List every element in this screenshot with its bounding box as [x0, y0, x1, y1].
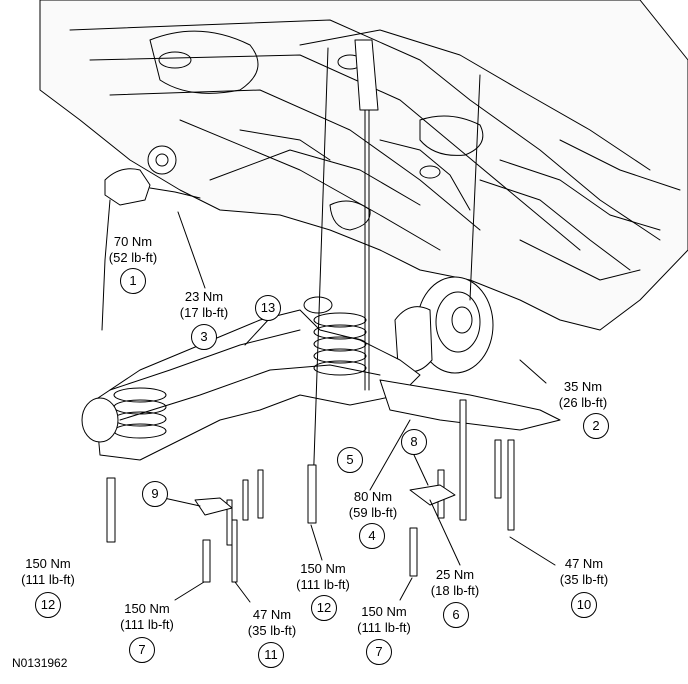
callout-11: 11 [258, 642, 284, 668]
underbody-floor-pan [39, 0, 688, 331]
torque-nm-6: 25 Nm [435, 567, 475, 582]
torque-nm-3: 23 Nm [184, 289, 224, 304]
coil-spring-right [303, 296, 367, 376]
callout-6: 6 [443, 602, 469, 628]
torque-nm-12b: 150 Nm [300, 561, 346, 576]
leader-lines [145, 211, 556, 603]
callout-13: 13 [255, 295, 281, 321]
torque-label-6: 25 Nm (18 lb-ft) [431, 567, 479, 599]
callout-3: 3 [191, 324, 217, 350]
torque-lbft-3: (17 lb-ft) [179, 305, 229, 320]
torque-lbft-10: (35 lb-ft) [559, 572, 609, 587]
torque-label-10: 47 Nm (35 lb-ft) [560, 556, 608, 588]
torque-label-7b: 150 Nm (111 lb-ft) [357, 604, 411, 636]
brackets [194, 484, 456, 516]
torque-label-1: 70 Nm (52 lb-ft) [109, 234, 157, 266]
torque-nm-1: 70 Nm [113, 234, 153, 249]
callout-12b: 12 [311, 595, 337, 621]
torque-nm-7b: 150 Nm [361, 604, 407, 619]
torque-label-11: 47 Nm (35 lb-ft) [248, 607, 296, 639]
callout-7a: 7 [129, 637, 155, 663]
torque-nm-4: 80 Nm [353, 489, 393, 504]
torque-lbft-1: (52 lb-ft) [108, 250, 158, 265]
torque-label-7a: 150 Nm (111 lb-ft) [120, 601, 174, 633]
torque-nm-10: 47 Nm [564, 556, 604, 571]
mounting-bolts [106, 47, 515, 583]
torque-label-12a: 150 Nm (111 lb-ft) [21, 556, 75, 588]
torque-lbft-12b: (111 lb-ft) [296, 577, 350, 592]
callout-5: 5 [337, 447, 363, 473]
torque-label-2: 35 Nm (26 lb-ft) [559, 379, 607, 411]
torque-lbft-12a: (111 lb-ft) [21, 572, 75, 587]
torque-nm-2: 35 Nm [563, 379, 603, 394]
torque-lbft-7b: (111 lb-ft) [357, 620, 411, 635]
shock-absorber [354, 39, 379, 391]
torque-label-4: 80 Nm (59 lb-ft) [349, 489, 397, 521]
torque-lbft-11: (35 lb-ft) [247, 623, 297, 638]
torque-lbft-2: (26 lb-ft) [558, 395, 608, 410]
callout-9: 9 [142, 481, 168, 507]
callout-12a: 12 [35, 592, 61, 618]
torque-lbft-7a: (111 lb-ft) [120, 617, 174, 632]
torque-nm-12a: 150 Nm [25, 556, 71, 571]
torque-nm-7a: 150 Nm [124, 601, 170, 616]
torque-nm-11: 47 Nm [252, 607, 292, 622]
torque-lbft-6: (18 lb-ft) [430, 583, 480, 598]
callout-2: 2 [583, 413, 609, 439]
callout-7b: 7 [366, 639, 392, 665]
torque-label-12b: 150 Nm (111 lb-ft) [296, 561, 350, 593]
parking-brake-caliper [101, 145, 201, 331]
figure-id: N0131962 [12, 656, 68, 670]
callout-10: 10 [571, 592, 597, 618]
callout-8: 8 [401, 429, 427, 455]
callout-4: 4 [359, 523, 385, 549]
callout-1: 1 [120, 268, 146, 294]
rear-subframe [94, 309, 561, 461]
torque-lbft-4: (59 lb-ft) [348, 505, 398, 520]
coil-spring-left [81, 387, 167, 443]
brake-rotor-and-hub [394, 276, 494, 374]
torque-label-3: 23 Nm (17 lb-ft) [180, 289, 228, 321]
